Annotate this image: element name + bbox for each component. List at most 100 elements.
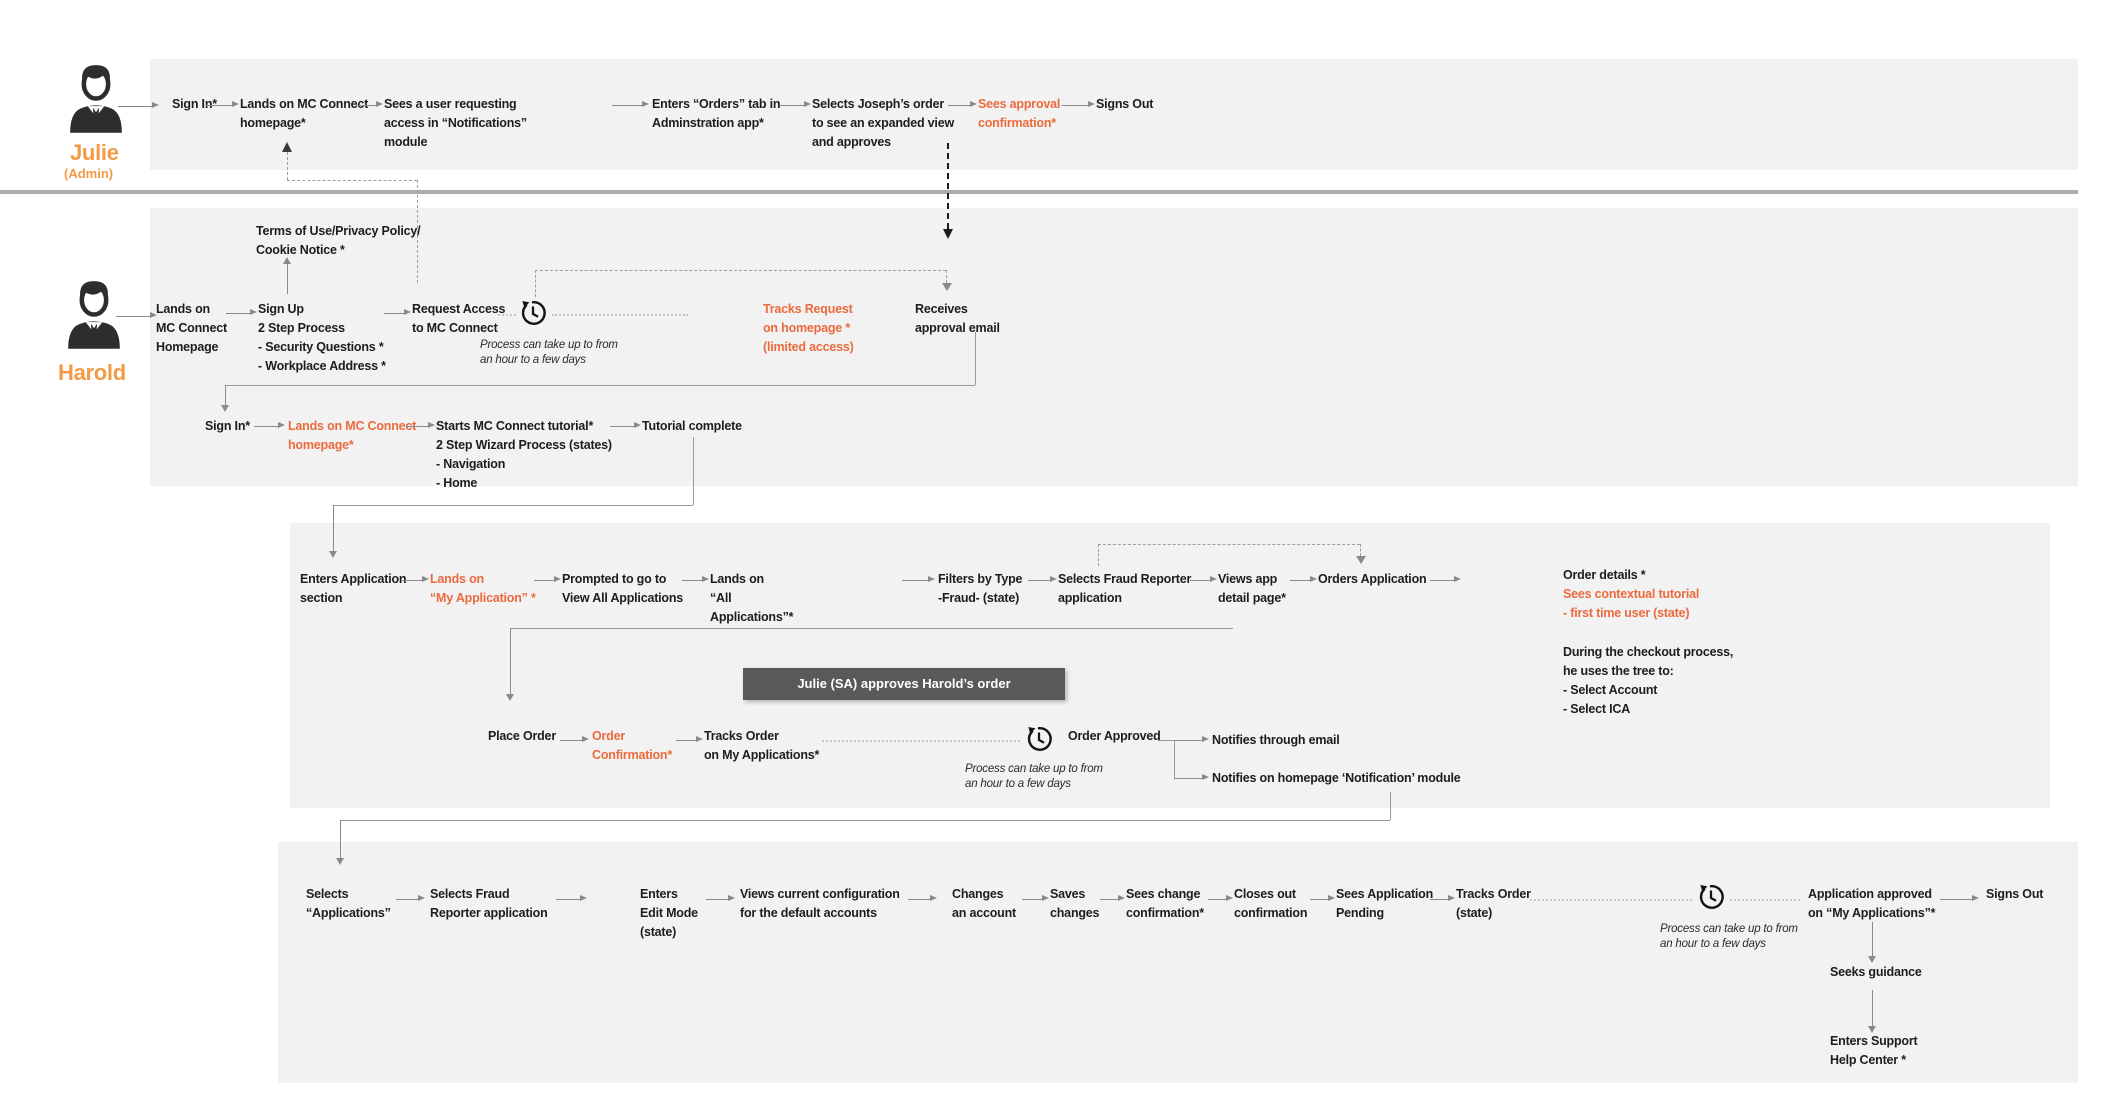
flow-arrow: [1940, 895, 1979, 902]
arrowhead: [282, 142, 292, 152]
arrowhead: [943, 229, 953, 239]
step-lands-all-applications: Lands on “All Applications”*: [710, 572, 794, 624]
flow-arrow: [948, 101, 977, 108]
flow-arrow-down: [1868, 990, 1877, 1033]
step-julie-enters-orders-tab: Enters “Orders” tab in Adminstration app…: [652, 97, 781, 130]
step-tracks-request: Tracks Request on homepage * (limited ac…: [763, 302, 854, 354]
dashed-connector: [1098, 544, 1360, 545]
step-harold-sign-up: Sign Up 2 Step Process - Security Questi…: [258, 302, 386, 373]
flow-arrow-down: [336, 820, 345, 865]
step-harold-lands-homepage: Lands on MC Connect Homepage: [156, 302, 227, 354]
step-place-order: Place Order: [488, 729, 556, 743]
dotted-connector: [1530, 899, 1692, 901]
process-wait-icon: [518, 298, 548, 333]
person-icon: [70, 65, 122, 133]
flow-arrow: [908, 895, 937, 902]
step-order-confirmation: Order Confirmation*: [592, 729, 673, 762]
step-sees-application-pending: Sees Application Pending: [1336, 887, 1434, 920]
step-enters-application-section: Enters Application section: [300, 572, 407, 605]
flow-arrow: [402, 576, 429, 583]
persona-name-julie: Julie: [70, 140, 119, 165]
step-terms-of-use: Terms of Use/Privacy Policy/ Cookie Noti…: [256, 224, 421, 257]
persona-name-harold: Harold: [58, 360, 126, 385]
flow-arrow: [682, 576, 709, 583]
step-enters-support-help-center: Enters Support Help Center *: [1830, 1034, 1918, 1067]
flow-arrow-down: [1868, 922, 1877, 963]
connector-line: [340, 820, 1390, 821]
applications-band: [290, 523, 2050, 808]
flow-arrow-down: [506, 628, 515, 701]
dotted-connector: [1730, 899, 1800, 901]
dashed-connector-approval: [947, 143, 949, 229]
flow-arrow: [534, 576, 561, 583]
dashed-connector: [535, 270, 536, 297]
connector-line: [975, 332, 976, 385]
dashed-connector: [1360, 544, 1361, 556]
flow-arrow: [1430, 895, 1455, 902]
dashed-connector: [417, 180, 418, 283]
flow-arrow: [254, 422, 285, 429]
flow-arrow: [1430, 576, 1461, 583]
step-julie-selects-order: Selects Joseph’s order to see an expande…: [812, 97, 954, 149]
step-starts-tutorial: Starts MC Connect tutorial* 2 Step Wizar…: [436, 419, 612, 490]
harold-lane-band: [150, 208, 2078, 486]
step-julie-sees-approval: Sees approval confirmation*: [978, 97, 1061, 130]
step-order-details-title: Order details *: [1563, 568, 1646, 582]
flow-arrow: [116, 312, 157, 319]
flow-arrow: [384, 309, 411, 316]
julie-avatar: [58, 58, 134, 136]
step-closes-confirmation: Closes out confirmation: [1234, 887, 1308, 920]
step-orders-application: Orders Application: [1318, 572, 1427, 586]
arrowhead: [942, 283, 952, 291]
step-julie-lands-homepage: Lands on MC Connect homepage*: [240, 97, 369, 130]
flow-arrow: [1190, 576, 1217, 583]
connector-line: [1390, 792, 1391, 820]
wait-note: Process can take up to from an hour to a…: [1660, 923, 1798, 950]
step-lands-my-application: Lands on “My Application” *: [430, 572, 536, 605]
step-prompted-view-all: Prompted to go to View All Applications: [562, 572, 684, 605]
wait-note: Process can take up to from an hour to a…: [965, 763, 1103, 790]
flow-arrow: [206, 101, 239, 108]
lane-separator: [0, 190, 2078, 194]
step-order-details-sub: Sees contextual tutorial - first time us…: [1563, 587, 1700, 620]
flow-arrow: [902, 576, 935, 583]
julie-lane-band: [150, 59, 2078, 170]
dashed-connector: [287, 180, 417, 181]
step-julie-sign-in: Sign In*: [172, 97, 217, 111]
step-edit-signs-out: Signs Out: [1986, 887, 2044, 901]
step-selects-fraud-reporter: Selects Fraud Reporter application: [1058, 572, 1192, 605]
step-views-app-detail: Views app detail page*: [1218, 572, 1286, 605]
dashed-connector: [287, 152, 288, 180]
flow-arrow: [396, 895, 425, 902]
flow-arrow: [1208, 895, 1233, 902]
flow-arrow: [1022, 895, 1049, 902]
person-icon: [68, 281, 120, 349]
edit-flow-band: [278, 842, 2078, 1083]
flow-arrow: [1028, 576, 1057, 583]
connector-line: [1174, 740, 1175, 778]
approval-badge: Julie (SA) approves Harold’s order: [743, 668, 1065, 700]
flow-arrow-down: [221, 385, 230, 412]
step-harold-sign-in: Sign In*: [205, 419, 250, 433]
dashed-connector: [946, 270, 947, 283]
flow-arrow: [1100, 895, 1125, 902]
flow-arrow: [1062, 101, 1095, 108]
dashed-connector: [535, 270, 946, 271]
dashed-connector: [1098, 544, 1099, 566]
step-tutorial-complete: Tutorial complete: [642, 419, 742, 433]
connector-line: [225, 385, 975, 386]
flow-arrow: [356, 101, 383, 108]
flow-arrow: [1290, 576, 1317, 583]
dotted-connector: [498, 314, 516, 316]
flow-arrow-up: [283, 257, 292, 294]
connector-line: [510, 628, 1233, 629]
step-application-approved: Application approved on “My Applications…: [1808, 887, 1936, 920]
harold-avatar: [56, 274, 132, 352]
step-request-access: Request Access to MC Connect: [412, 302, 506, 335]
step-julie-sees-request: Sees a user requesting access in “Notifi…: [384, 97, 527, 149]
flow-arrow: [556, 895, 587, 902]
flow-arrow: [560, 736, 589, 743]
step-notifies-homepage: Notifies on homepage ‘Notification’ modu…: [1212, 771, 1461, 785]
flow-arrow: [610, 422, 641, 429]
